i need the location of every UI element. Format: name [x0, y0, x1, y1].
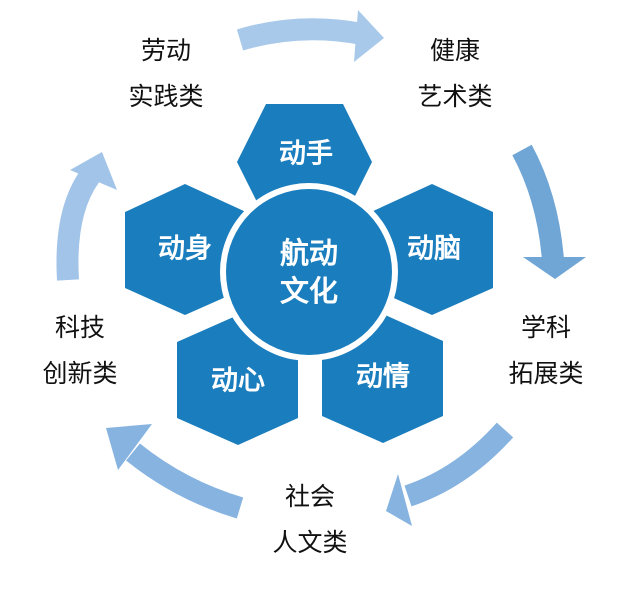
arrow-left: [56, 152, 117, 281]
category-labor-practice: 劳动 实践类: [106, 28, 226, 120]
category-line1: 劳动: [140, 36, 191, 65]
category-line1: 科技: [54, 313, 105, 342]
arrow-bottom-left: [106, 424, 244, 519]
hexagon-label: 动手: [279, 139, 333, 170]
hexagon-label: 动身: [158, 233, 212, 265]
hexagon-dongnao: 动脑: [371, 184, 493, 315]
hexagon-label: 动心: [211, 366, 265, 397]
category-line2: 艺术类: [417, 82, 493, 111]
category-line2: 创新类: [42, 359, 118, 388]
cycle-arrows: [56, 10, 586, 526]
category-line1: 社会: [284, 482, 335, 511]
category-line2: 拓展类: [508, 359, 584, 388]
category-line1: 学科: [520, 313, 571, 342]
center-label-line1: 航动: [280, 236, 338, 270]
category-social-humanities: 社会 人文类: [250, 474, 370, 566]
arrow-right: [512, 144, 586, 279]
category-subject-extension: 学科 拓展类: [486, 305, 606, 397]
center-label-line2: 文化: [280, 274, 338, 308]
category-line2: 实践类: [128, 82, 204, 111]
category-line2: 人文类: [272, 528, 348, 557]
hexagon-label: 动情: [356, 362, 410, 393]
category-health-art: 健康 艺术类: [395, 28, 515, 120]
arrow-top: [236, 10, 384, 62]
category-line1: 健康: [429, 36, 480, 65]
center-circle: 航动 文化: [220, 183, 398, 361]
hexagon-dongshen: 动身: [125, 184, 246, 315]
hexagon-label: 动脑: [407, 234, 461, 265]
arrow-bottom-right: [386, 422, 514, 526]
category-tech-innovation: 科技 创新类: [20, 305, 140, 397]
